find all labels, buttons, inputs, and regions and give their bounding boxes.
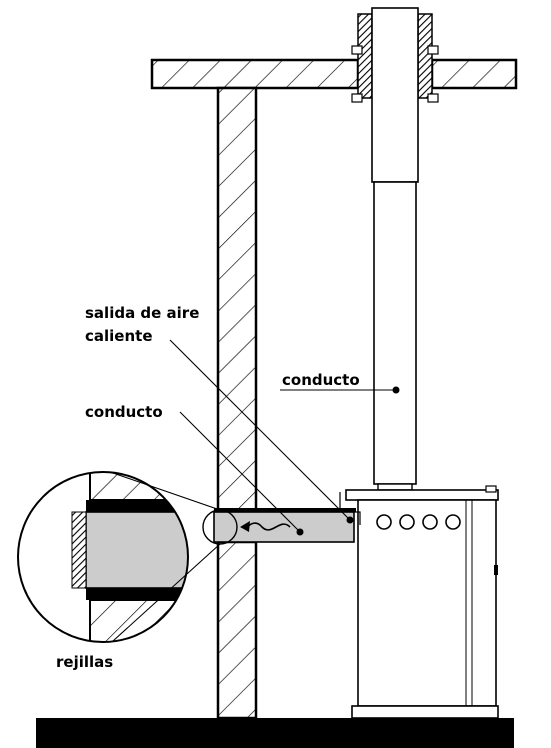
label-grilles: rejillas bbox=[56, 653, 113, 671]
airflow-arrow bbox=[247, 522, 291, 531]
label-duct-horizontal: conducto bbox=[85, 403, 163, 421]
vertical-flue bbox=[371, 7, 419, 491]
stove-knob bbox=[376, 514, 392, 530]
grille-hatching bbox=[71, 511, 87, 589]
label-hot-air-outlet-line2: caliente bbox=[85, 327, 153, 345]
leader-duct bbox=[179, 411, 301, 533]
leader-lines bbox=[112, 339, 396, 642]
leader-outlet bbox=[169, 339, 351, 521]
vertical-duct-pointer-dot bbox=[392, 386, 400, 394]
label-hot-air-outlet-line1: salida de aire bbox=[85, 304, 199, 322]
stove-knob bbox=[422, 514, 438, 530]
stove bbox=[345, 485, 499, 719]
airflow-arrowhead bbox=[240, 521, 250, 532]
ceiling-slab bbox=[150, 58, 518, 90]
stove-knob bbox=[399, 514, 415, 530]
label-duct-vertical: conducto bbox=[282, 371, 360, 389]
zoom-connector-bottom bbox=[112, 543, 221, 642]
wall bbox=[216, 86, 258, 720]
stove-knobs bbox=[376, 514, 461, 530]
grille-detail-zoom bbox=[17, 471, 189, 643]
floor bbox=[36, 718, 514, 748]
stove-knob bbox=[445, 514, 461, 530]
flue-roof-sleeve bbox=[351, 13, 439, 103]
zoom-connector-top bbox=[112, 472, 221, 511]
